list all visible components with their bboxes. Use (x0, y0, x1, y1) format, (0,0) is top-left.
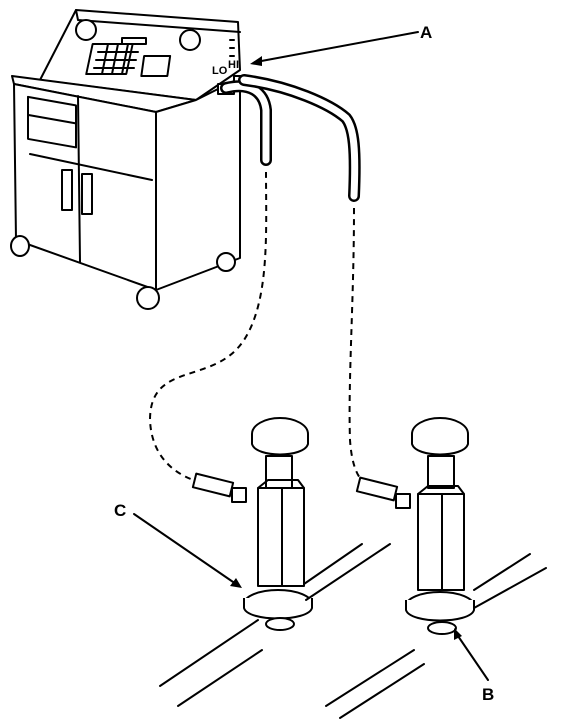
charging-station: LO HI (10, 9, 251, 310)
callout-label-c: C (114, 501, 126, 520)
coupler-elbow-low (231, 487, 247, 503)
cabinet-body (11, 75, 241, 291)
port-label-low: LO (212, 65, 228, 77)
caster-front-left (10, 235, 30, 257)
callout-label-a: A (420, 23, 432, 42)
gauge-dial-left (75, 19, 97, 41)
casters (10, 235, 236, 310)
port-label-high: HI (228, 59, 239, 71)
callout-a: A (250, 23, 432, 66)
callout-c: C (114, 501, 242, 588)
control-panel: LO HI (39, 9, 241, 101)
gauge-dial-right (179, 29, 201, 51)
door-handle-right (81, 173, 93, 215)
valve-stem-high (427, 455, 455, 489)
service-valve-low (191, 417, 313, 631)
valve-stem-low (265, 455, 293, 489)
quick-coupler-low (191, 472, 235, 498)
display-slot (121, 37, 147, 45)
charging-hoses (148, 74, 367, 485)
door-handle-left (61, 169, 73, 211)
caster-rear (216, 252, 236, 272)
drawer-lower (27, 113, 77, 149)
display-window (140, 55, 172, 77)
quick-coupler-high (355, 476, 399, 502)
coupler-elbow-high (395, 493, 411, 509)
caster-front-right (136, 286, 160, 310)
callout-b: B (454, 628, 494, 704)
refrigerant-lines (159, 543, 547, 719)
callout-label-b: B (482, 685, 494, 704)
high-side-hose-continuation (348, 207, 367, 485)
service-valve-high (355, 417, 475, 635)
